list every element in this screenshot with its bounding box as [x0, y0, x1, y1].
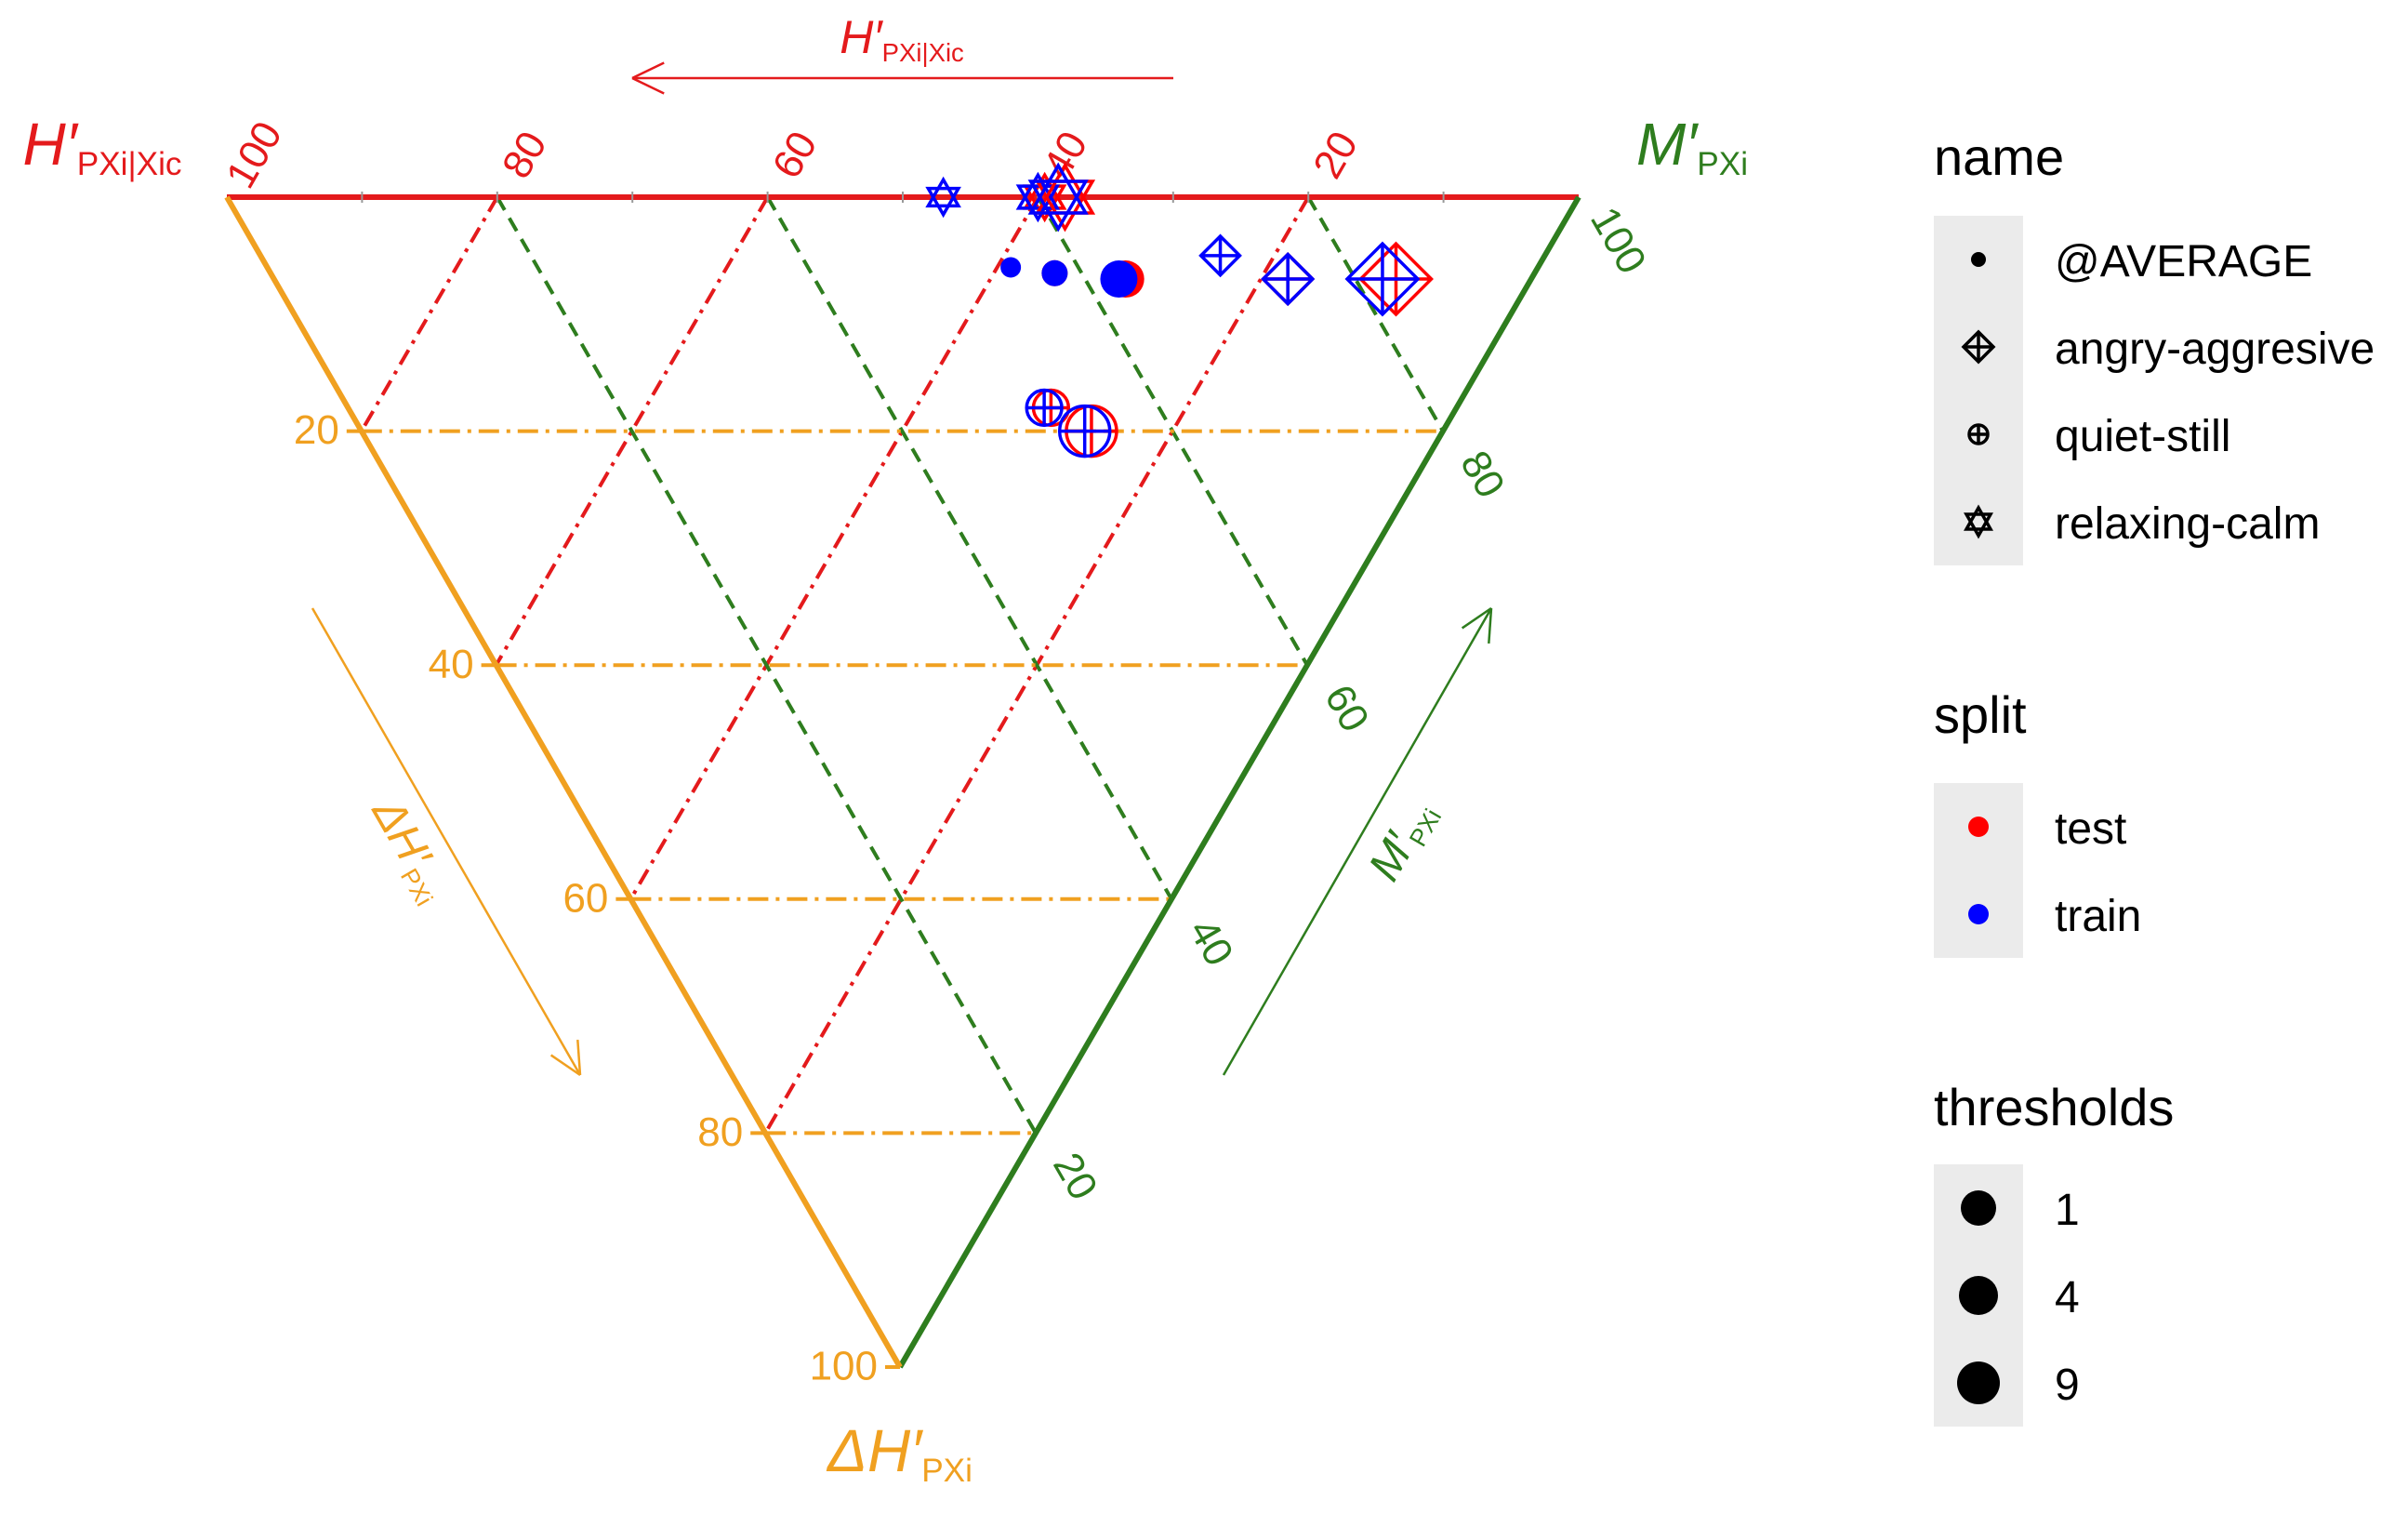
- point-diamond-plus: [1261, 251, 1316, 307]
- legend-item-test: test: [1934, 783, 2408, 870]
- diamond-plus-icon: [1961, 329, 1996, 365]
- size-dot-icon: [1959, 1276, 1998, 1315]
- right-axis-line: [897, 195, 1581, 1369]
- data-point-@AVERAGE: [1000, 257, 1022, 278]
- left-axis-tick-label: 80: [697, 1109, 743, 1155]
- right-axis-arrow: [1222, 607, 1493, 1076]
- grid-line-right-axis: [1306, 196, 1445, 432]
- size-dot-icon: [1957, 1361, 2000, 1404]
- legend-label: 9: [2055, 1361, 2080, 1410]
- legend-item-threshold-9: 9: [1934, 1339, 2408, 1427]
- legend-split: split: [1934, 684, 2027, 745]
- left-axis-tick-label: 40: [429, 642, 474, 687]
- legend-thresholds-title: thresholds: [1934, 1078, 2175, 1136]
- left-axis-tick-label: 100: [810, 1344, 878, 1389]
- top-axis-tick-label: 100: [218, 114, 291, 196]
- top-axis-tick-label: 60: [764, 124, 827, 186]
- legend-name-title: name: [1934, 127, 2065, 186]
- data-point-relaxing-calm: [925, 176, 961, 219]
- left-axis-tick-label: 60: [562, 875, 608, 921]
- data-point-angry-aggresive: [1344, 241, 1421, 317]
- red-dot-icon: [1968, 817, 1989, 837]
- grid-line-top-axis: [494, 195, 770, 667]
- legend-label: 1: [2055, 1186, 2080, 1235]
- left-axis-arrow: [311, 607, 582, 1076]
- legend-thresholds: thresholds: [1934, 1077, 2174, 1137]
- point-star: [925, 176, 961, 219]
- grid-line-top-axis: [360, 195, 499, 432]
- right-axis-arrow-head: [1461, 606, 1492, 630]
- grid-line-top-axis: [628, 195, 1040, 900]
- right-axis-tick-label: 80: [1451, 444, 1514, 506]
- left-axis-line: [224, 195, 903, 1369]
- data-point-@AVERAGE: [1041, 259, 1068, 286]
- right-axis-tick-label: 40: [1180, 911, 1242, 974]
- legend-key-background: [1934, 783, 2023, 958]
- legend-item-relaxing-calm: relaxing-calm: [1934, 478, 2408, 565]
- point-diamond-plus: [1198, 233, 1242, 278]
- right-axis-arrow-label: M′PXi: [1359, 791, 1447, 890]
- left-axis-arrow-head: [576, 1040, 582, 1076]
- legend-item-average: @AVERAGE: [1934, 216, 2408, 303]
- right-axis-arrow-head: [1488, 607, 1493, 644]
- top-axis-tick-label: 20: [1304, 124, 1367, 186]
- data-point-quiet-still: [1057, 404, 1112, 458]
- dot-icon: [1971, 252, 1986, 267]
- legend-label: @AVERAGE: [2055, 237, 2313, 286]
- point-dot: [1000, 257, 1022, 278]
- point-dot: [1100, 260, 1138, 299]
- data-point-relaxing-calm: [1027, 162, 1089, 232]
- point-star: [1015, 171, 1061, 223]
- blue-dot-icon: [1968, 904, 1989, 924]
- left-axis-title: ΔH′PXi: [826, 1417, 972, 1490]
- grid-line-right-axis: [765, 196, 1173, 900]
- legend-item-angry-aggresive: angry-aggresive: [1934, 303, 2408, 391]
- star-of-david-icon: [1964, 504, 1993, 539]
- right-axis-title: M′PXi: [1636, 111, 1748, 183]
- right-axis-tick-label: 20: [1044, 1146, 1106, 1208]
- legend-item-threshold-1: 1: [1934, 1164, 2408, 1252]
- legend-item-train: train: [1934, 870, 2408, 958]
- data-point-angry-aggresive: [1198, 233, 1242, 278]
- point-star: [1027, 162, 1089, 232]
- top-axis-arrow-head: [631, 76, 665, 95]
- legend-label: relaxing-calm: [2055, 499, 2321, 549]
- top-axis-tick-label: 80: [494, 124, 556, 186]
- legend-label: angry-aggresive: [2055, 325, 2375, 374]
- top-axis-title: H′PXi|Xic: [23, 111, 182, 183]
- top-axis-arrow-head: [631, 61, 665, 80]
- point-diamond-plus: [1344, 241, 1421, 317]
- right-axis-tick-label: 100: [1581, 200, 1655, 282]
- left-axis-arrow-label: ΔH′PXi: [360, 790, 460, 910]
- point-dot: [1041, 259, 1068, 286]
- data-point-angry-aggresive: [1261, 251, 1316, 307]
- left-axis-tick-label: 20: [294, 407, 339, 453]
- grid-line-right-axis: [496, 196, 1038, 1135]
- legend-label: quiet-still: [2055, 412, 2231, 461]
- point-plus: [1026, 390, 1063, 426]
- legend-split-title: split: [1934, 685, 2027, 744]
- data-point-@AVERAGE: [1100, 260, 1138, 299]
- data-point-relaxing-calm: [1015, 171, 1061, 223]
- legend-item-quiet-still: quiet-still: [1934, 391, 2408, 478]
- legend-label: test: [2055, 804, 2127, 854]
- circle-plus-icon: [1967, 423, 1990, 445]
- left-axis-arrow-head: [549, 1054, 581, 1077]
- point-plus: [1059, 405, 1110, 457]
- top-axis-arrow-label: H′PXi|Xic: [840, 11, 964, 67]
- legend-label: train: [2055, 892, 2142, 941]
- legend-label: 4: [2055, 1273, 2080, 1322]
- size-dot-icon: [1961, 1190, 1996, 1226]
- legend-name: name: [1934, 126, 2064, 187]
- data-point-quiet-still: [1025, 388, 1064, 428]
- legend-item-threshold-4: 4: [1934, 1252, 2408, 1339]
- right-axis-tick-label: 60: [1316, 677, 1378, 739]
